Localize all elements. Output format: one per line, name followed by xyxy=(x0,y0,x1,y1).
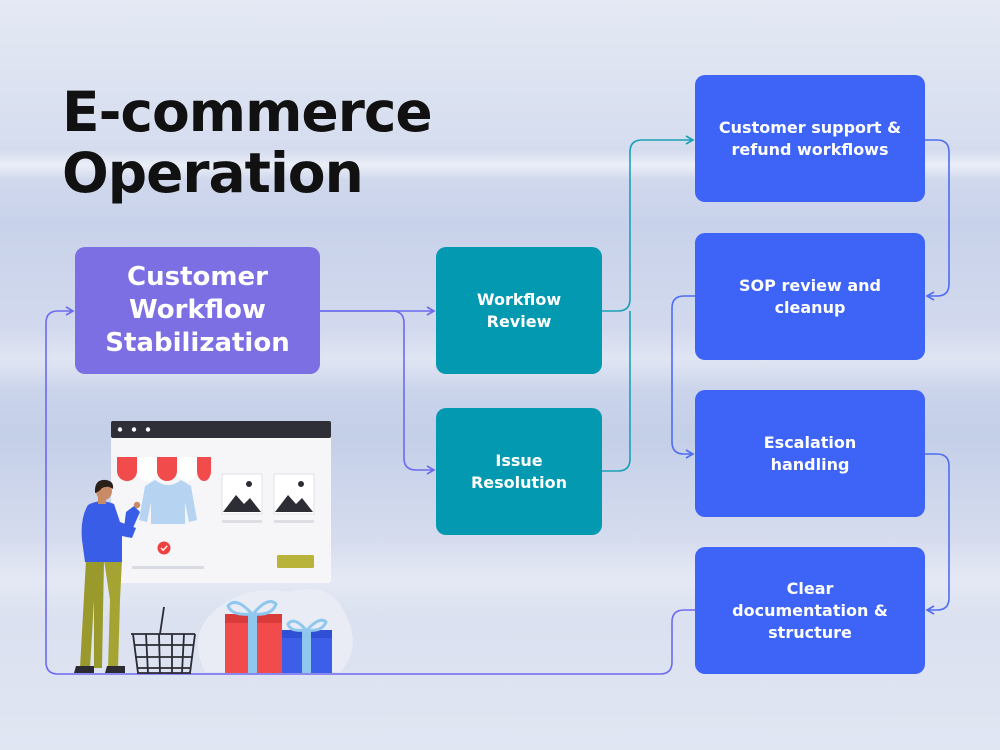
customer-workflow-stabilization-box: Customer Workflow Stabilization xyxy=(75,247,320,374)
sweater-icon xyxy=(139,480,197,524)
image-placeholder-icon xyxy=(273,473,315,523)
awning-icon xyxy=(117,457,211,481)
shopping-basket-icon xyxy=(131,606,196,674)
gift-box-icon xyxy=(225,600,282,673)
documentation-box: Clear documentation & structure xyxy=(695,547,925,674)
connector-escalation-to-documentation xyxy=(925,453,950,615)
shop-window-icon xyxy=(111,421,331,583)
check-badge-icon xyxy=(157,541,171,555)
sop-review-box: SOP review and cleanup xyxy=(695,233,925,360)
connector-documentation-to-main xyxy=(45,306,695,675)
escalation-handling-box: Escalation handling xyxy=(695,390,925,517)
connector-sop-to-escalation xyxy=(671,295,695,459)
connector-issue-to-support xyxy=(602,311,631,472)
customer-support-label: Customer support & refund workflows xyxy=(718,117,902,159)
documentation-label: Clear documentation & structure xyxy=(732,578,888,642)
sop-review-label: SOP review and cleanup xyxy=(739,275,881,317)
customer-support-box: Customer support & refund workflows xyxy=(695,75,925,202)
image-placeholder-icon xyxy=(221,473,263,523)
workflow-review-box: Workflow Review xyxy=(436,247,602,374)
page-title: E-commerce Operation xyxy=(62,80,433,205)
connector-review-to-support xyxy=(602,135,695,312)
connector-support-to-sop xyxy=(925,139,950,301)
main-box-label: Customer Workflow Stabilization xyxy=(105,262,290,358)
connector-main-to-issue xyxy=(320,310,436,475)
issue-resolution-label: Issue Resolution xyxy=(470,450,568,492)
gift-box-icon xyxy=(282,618,332,673)
person-icon xyxy=(74,479,141,673)
buy-button-graphic xyxy=(277,555,314,568)
escalation-handling-label: Escalation handling xyxy=(763,432,857,474)
issue-resolution-box: Issue Resolution xyxy=(436,408,602,535)
workflow-review-label: Workflow Review xyxy=(476,289,562,331)
